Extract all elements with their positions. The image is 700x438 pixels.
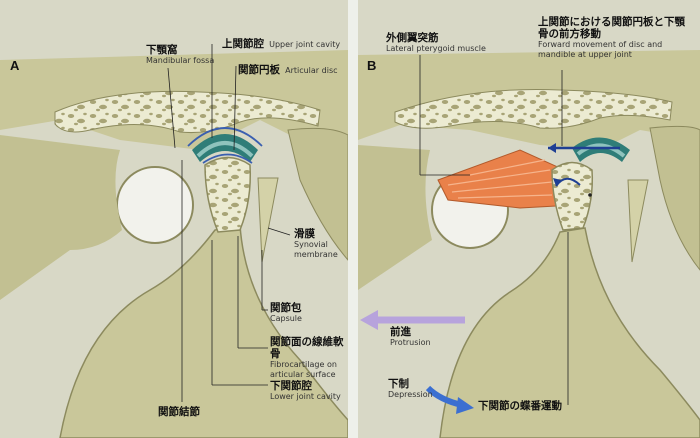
- label-lateral-pterygoid: 外側翼突筋 Lateral pterygoid muscle: [386, 32, 486, 53]
- label-articular-disc: 関節円板 Articular disc: [238, 64, 338, 76]
- label-forward-movement: 上関節における関節円板と下顎骨の前方移動 Forward movement of…: [538, 16, 685, 59]
- label-capsule: 関節包 Capsule: [270, 302, 302, 323]
- label-lower-joint-cavity: 下関節腔 Lower joint cavity: [270, 380, 341, 401]
- panel-a-art: [0, 0, 349, 438]
- label-upper-joint-cavity: 上関節腔 Upper joint cavity: [222, 38, 341, 50]
- label-mandibular-fossa: 下顎窩 Mandibular fossa: [146, 44, 215, 65]
- label-synovial-membrane: 滑膜 Synovial membrane: [294, 228, 338, 259]
- panel-divider: [348, 0, 358, 438]
- label-hinge-movement: 下関節の蝶番運動: [478, 400, 562, 412]
- panel-b-art: [358, 0, 700, 438]
- label-fibrocartilage: 関節面の線維軟骨 Fibrocartilage on articular sur…: [270, 336, 344, 379]
- label-depression: 下制 Depression: [388, 378, 433, 399]
- panel-b-letter: B: [367, 58, 377, 73]
- label-articular-tubercle: 関節結節: [158, 406, 200, 418]
- label-protrusion: 前進 Protrusion: [390, 326, 431, 347]
- panel-a-letter: A: [10, 58, 20, 73]
